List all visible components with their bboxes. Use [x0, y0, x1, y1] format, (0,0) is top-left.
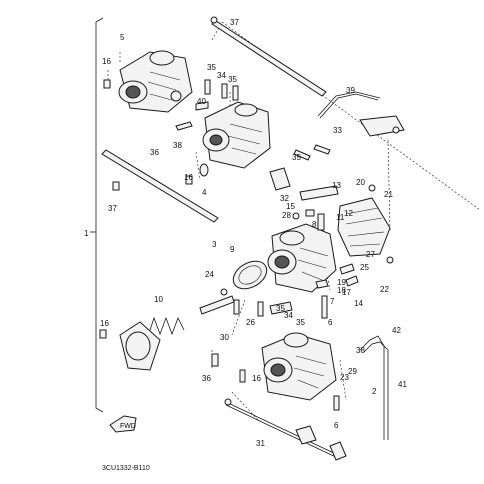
callout-15: 15: [286, 202, 295, 211]
callout-27: 27: [366, 250, 375, 259]
callout-41: 41: [398, 380, 407, 389]
document-code: 3CU1332-B110: [102, 465, 150, 472]
callout-2: 2: [372, 387, 377, 396]
callout-40: 40: [197, 97, 206, 106]
callout-16: 16: [184, 173, 193, 182]
callout-3: 3: [212, 240, 217, 249]
callout-25: 25: [360, 263, 369, 272]
callout-36: 36: [150, 148, 159, 157]
assembly-bracket: [90, 17, 104, 413]
callout-35: 35: [292, 153, 301, 162]
callout-6: 6: [328, 318, 333, 327]
callout-38: 38: [173, 141, 182, 150]
callout-38: 38: [356, 346, 365, 355]
callout-8: 8: [312, 220, 317, 229]
callout-35: 35: [207, 63, 216, 72]
callout-30: 30: [220, 333, 229, 342]
callout-35: 35: [296, 318, 305, 327]
throttle-bracket: [317, 91, 405, 137]
callout-4: 4: [202, 188, 207, 197]
carburetor-body-upper-right: [202, 101, 271, 169]
callout-14: 14: [354, 299, 363, 308]
callout-31: 31: [256, 439, 265, 448]
small-fasteners-upper: [103, 16, 331, 191]
callout-13: 13: [332, 181, 341, 190]
callout-11: 11: [336, 213, 345, 222]
callout-18: 18: [337, 286, 346, 295]
top-cover: [337, 197, 391, 257]
front-arrow-label: FWD: [120, 423, 136, 430]
carburetor-body-lower: [261, 332, 337, 401]
callout-33: 33: [333, 126, 342, 135]
lower-linkage-rod: [211, 353, 347, 461]
callout-22: 22: [380, 285, 389, 294]
callout-23: 23: [340, 373, 349, 382]
callout-39: 39: [346, 86, 355, 95]
callout-37: 37: [108, 204, 117, 213]
carburetor-body-middle: [267, 223, 337, 293]
callout-42: 42: [392, 326, 401, 335]
callout-16: 16: [100, 319, 109, 328]
callout-34: 34: [217, 71, 226, 80]
callout-28: 28: [282, 211, 291, 220]
callout-32: 32: [280, 194, 289, 203]
callout-26: 26: [246, 318, 255, 327]
callout-36: 36: [202, 374, 211, 383]
carburetor-body-upper-left: [118, 50, 193, 113]
fuel-tube: [359, 335, 389, 440]
callout-7: 7: [330, 297, 335, 306]
callout-37: 37: [230, 18, 239, 27]
callout-17: 17: [342, 288, 351, 297]
callout-16: 16: [252, 374, 261, 383]
callout-labels: 37 5 16 35 34 35 39 40 38 36 33 35 16 4 …: [84, 18, 407, 448]
front-direction-arrow: FWD: [109, 415, 137, 433]
callout-5: 5: [120, 33, 125, 42]
callout-24: 24: [205, 270, 214, 279]
callout-35: 35: [276, 304, 285, 313]
callout-10: 10: [154, 295, 163, 304]
callout-16: 16: [102, 57, 111, 66]
callout-12: 12: [344, 209, 353, 218]
callout-1: 1: [84, 229, 89, 238]
callout-20: 20: [356, 178, 365, 187]
callout-29: 29: [348, 367, 357, 376]
callout-6: 6: [334, 421, 339, 430]
diaphragm-and-spring: [119, 260, 268, 371]
callout-19: 19: [337, 278, 346, 287]
callout-35: 35: [228, 75, 237, 84]
callout-9: 9: [230, 245, 235, 254]
callout-34: 34: [284, 311, 293, 320]
small-fasteners-middle: [99, 184, 394, 339]
callout-21: 21: [384, 190, 393, 199]
